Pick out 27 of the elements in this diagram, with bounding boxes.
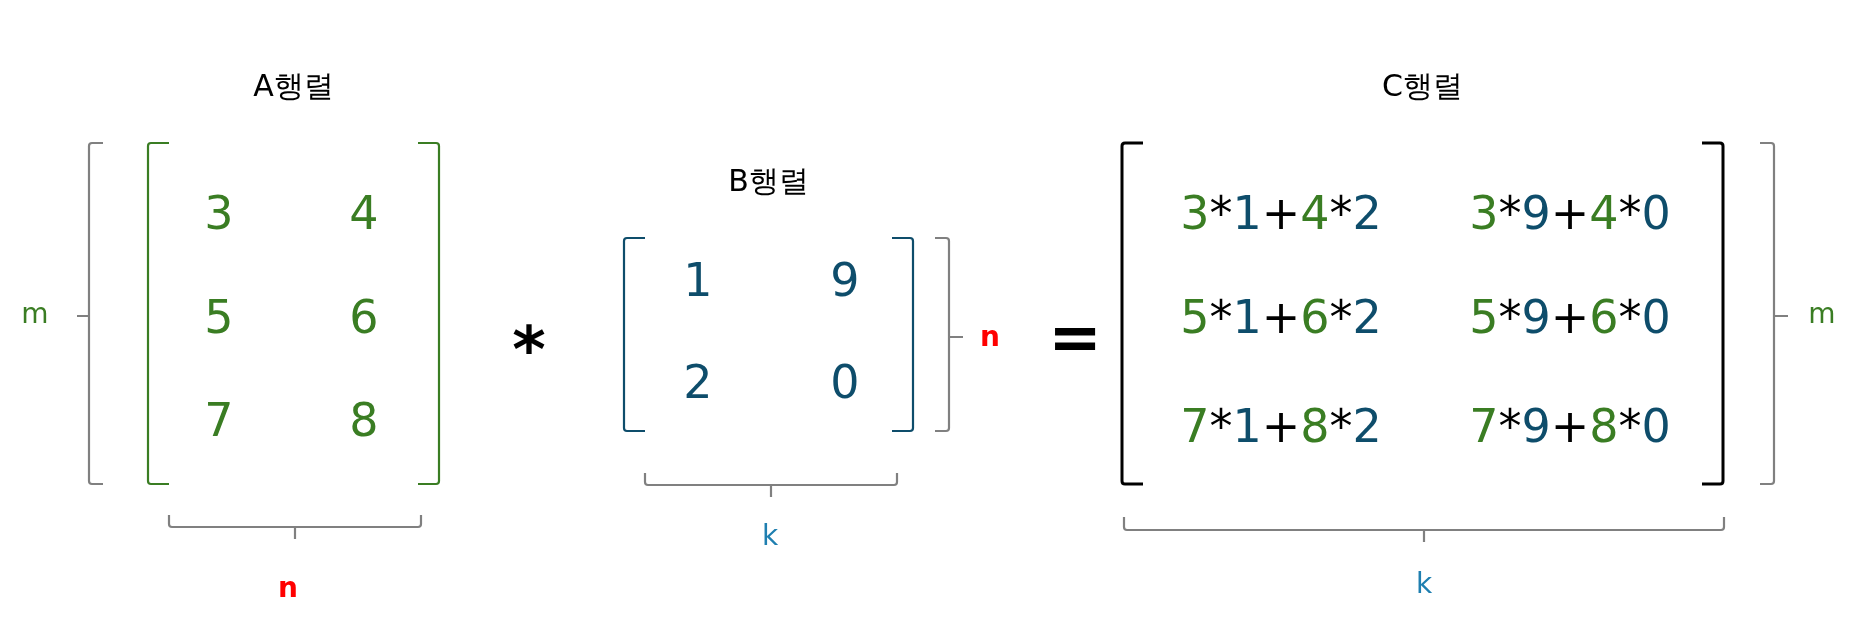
matrix-title: A행렬 xyxy=(253,71,334,101)
product-sum-entry: 5*9+6*0 xyxy=(1469,291,1671,343)
matrix-entry: 5 xyxy=(204,291,234,343)
product-sum-entry: 7*9+8*0 xyxy=(1469,400,1671,452)
matrix-entry: 4 xyxy=(349,187,379,239)
matrix-title: C행렬 xyxy=(1382,71,1463,101)
matrix-entry: 2 xyxy=(683,356,713,408)
dimension-label: k xyxy=(1415,570,1433,598)
dimension-label: n xyxy=(278,574,298,602)
product-sum-entry: 3*9+4*0 xyxy=(1469,187,1671,239)
equals-symbol: = xyxy=(1048,305,1102,369)
matrix-entry: 0 xyxy=(830,356,860,408)
dimension-label: k xyxy=(761,522,779,550)
dimension-label: m xyxy=(1808,300,1836,328)
matrix-entry: 1 xyxy=(683,254,713,306)
dimension-label: m xyxy=(21,300,49,328)
matrix-title: B행렬 xyxy=(728,166,809,196)
multiply-symbol: * xyxy=(512,318,546,382)
matrix-entry: 3 xyxy=(204,187,234,239)
matrix-entry: 8 xyxy=(349,394,379,446)
product-sum-entry: 7*1+8*2 xyxy=(1180,400,1382,452)
product-sum-entry: 5*1+6*2 xyxy=(1180,291,1382,343)
matrix-entry: 9 xyxy=(830,254,860,306)
matrix-entry: 7 xyxy=(204,394,234,446)
product-sum-entry: 3*1+4*2 xyxy=(1180,187,1382,239)
dimension-label: n xyxy=(980,323,1000,351)
matrix-entry: 6 xyxy=(349,291,379,343)
